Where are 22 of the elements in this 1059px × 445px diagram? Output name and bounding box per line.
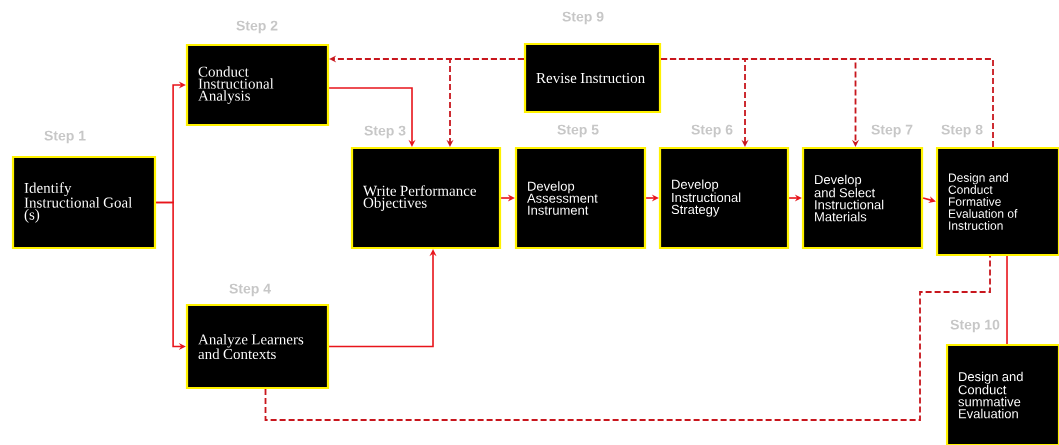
process-box: Analyze Learners and Contexts [185,303,330,390]
step-label: Step 1 [44,130,86,144]
step-label: Step 3 [364,125,406,139]
process-box: Design and Conduct summative Evaluation [945,343,1059,445]
process-box: Design and Conduct Formative Evaluation of Instruction [935,146,1059,257]
process-box: Conduct Instructional Analysis [185,43,330,127]
process-box: Develop Assessment Instrument [514,146,647,250]
step-label: Step 6 [691,124,733,138]
step-label: Step 7 [871,124,913,138]
process-box: Revise Instruction [523,42,662,114]
step-label: Step 2 [236,20,278,34]
process-box: Identify Instructional Goal (s) [11,155,157,250]
step-label: Step 5 [557,124,599,138]
process-box: Write Performance Objectives [350,146,502,250]
arrow [660,58,860,147]
step-label: Step 8 [941,124,983,138]
step-label: Step 10 [950,319,1000,333]
step-label: Step 4 [229,283,271,297]
step-label: Step 9 [562,11,604,25]
arrow [328,87,416,147]
process-box: Develop Instructional Strategy [658,146,790,250]
process-box: Develop and Select Instructional Materials [801,146,924,250]
